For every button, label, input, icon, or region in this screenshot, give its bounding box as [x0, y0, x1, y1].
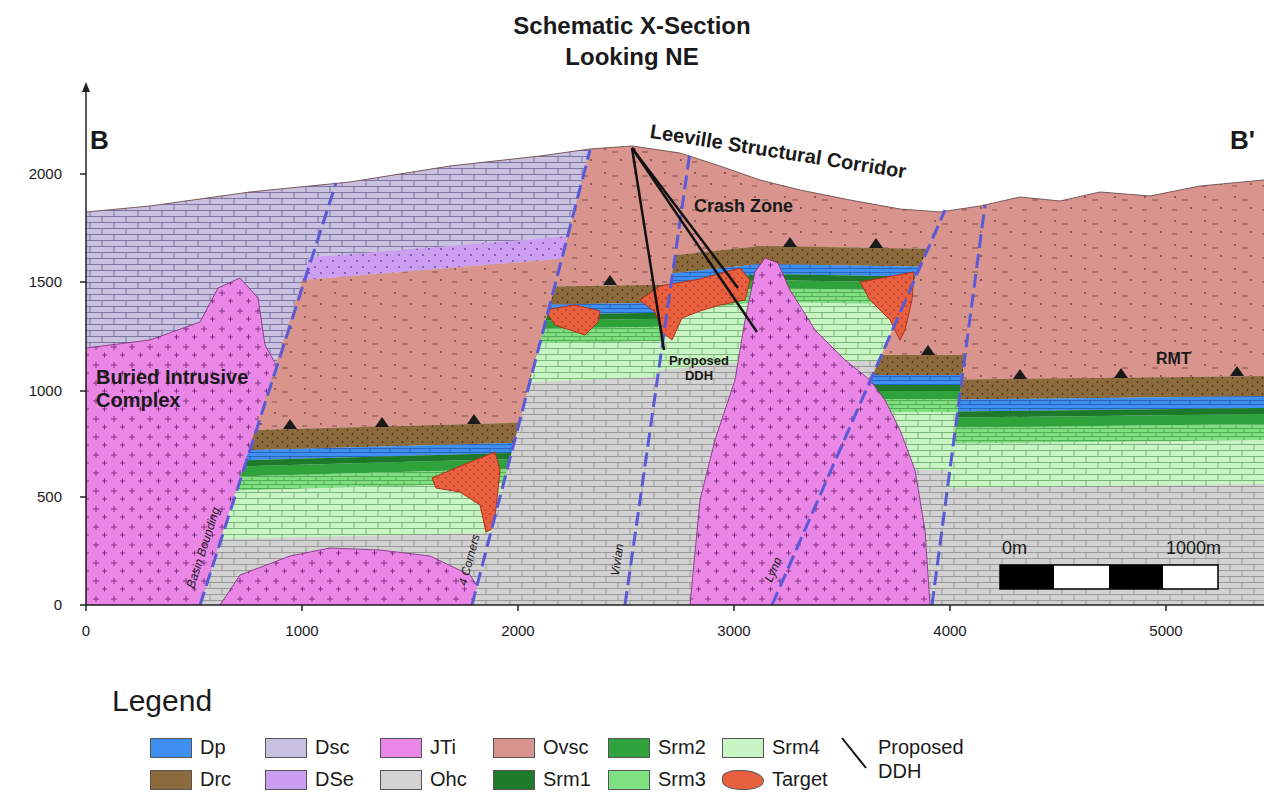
- legend-text: Ohc: [430, 767, 467, 791]
- section-title: Schematic X-Section Looking NE: [492, 10, 772, 72]
- intrusive-label: Buried Intrusive Complex: [96, 366, 266, 412]
- thrust-triangles: [283, 237, 1244, 429]
- axis-tick-label: 1500: [29, 273, 62, 290]
- legend-text: JTi: [430, 735, 456, 759]
- drill-hole-label: Proposed DDH: [666, 354, 732, 384]
- axis-tick-label: 3000: [717, 622, 750, 639]
- legend-swatch: [608, 770, 650, 790]
- axis-arrow: [82, 82, 90, 92]
- legend-swatch: [493, 770, 535, 790]
- legend-swatch: [380, 770, 422, 790]
- legend-swatch: [608, 738, 650, 758]
- fault-lines: [200, 150, 985, 605]
- scale-label: 0m: [1002, 538, 1027, 559]
- axis-tick-label: 1000: [29, 382, 62, 399]
- legend-swatch: [265, 738, 307, 758]
- legend-swatch: [265, 770, 307, 790]
- thrust-label: RMT: [1156, 350, 1191, 368]
- legend-line-sample: [838, 734, 872, 774]
- legend-heading: Legend: [112, 684, 212, 719]
- topography-line: [86, 146, 1264, 212]
- legend-text: Dsc: [315, 735, 349, 759]
- legend-text: Srm3: [658, 767, 706, 791]
- legend-text: Proposed DDH: [878, 735, 988, 783]
- legend-swatch: [722, 738, 764, 758]
- legend-text: Target: [772, 767, 828, 791]
- axis-tick-label: 5000: [1149, 622, 1182, 639]
- legend-text: Srm2: [658, 735, 706, 759]
- legend-text: Ovsc: [543, 735, 589, 759]
- zone-label: Crash Zone: [694, 196, 793, 217]
- axis-tick-label: 0: [82, 622, 90, 639]
- section-end-label: B': [1230, 126, 1255, 156]
- axis-tick-label: 0: [54, 596, 62, 613]
- axis-tick-label: 2000: [501, 622, 534, 639]
- axis-tick-label: 500: [37, 488, 62, 505]
- scale-bar: [1000, 565, 1218, 589]
- legend-swatch: [722, 770, 764, 790]
- scale-label: 1000m: [1166, 538, 1221, 559]
- legend-swatch: [493, 738, 535, 758]
- legend-text: DSe: [315, 767, 354, 791]
- legend-swatch: [150, 738, 192, 758]
- legend-text: Drc: [200, 767, 231, 791]
- axis-tick-label: 1000: [285, 622, 318, 639]
- geologic-section: [80, 100, 1264, 605]
- axis-tick-label: 2000: [29, 165, 62, 182]
- legend-swatch: [150, 770, 192, 790]
- legend-swatch: [380, 738, 422, 758]
- section-end-label: B: [90, 126, 109, 156]
- legend-text: Srm1: [543, 767, 591, 791]
- axes: [80, 86, 1264, 611]
- legend-text: Dp: [200, 735, 226, 759]
- axis-tick-label: 4000: [933, 622, 966, 639]
- drill-hole-traces: [632, 148, 757, 350]
- legend-text: Srm4: [772, 735, 820, 759]
